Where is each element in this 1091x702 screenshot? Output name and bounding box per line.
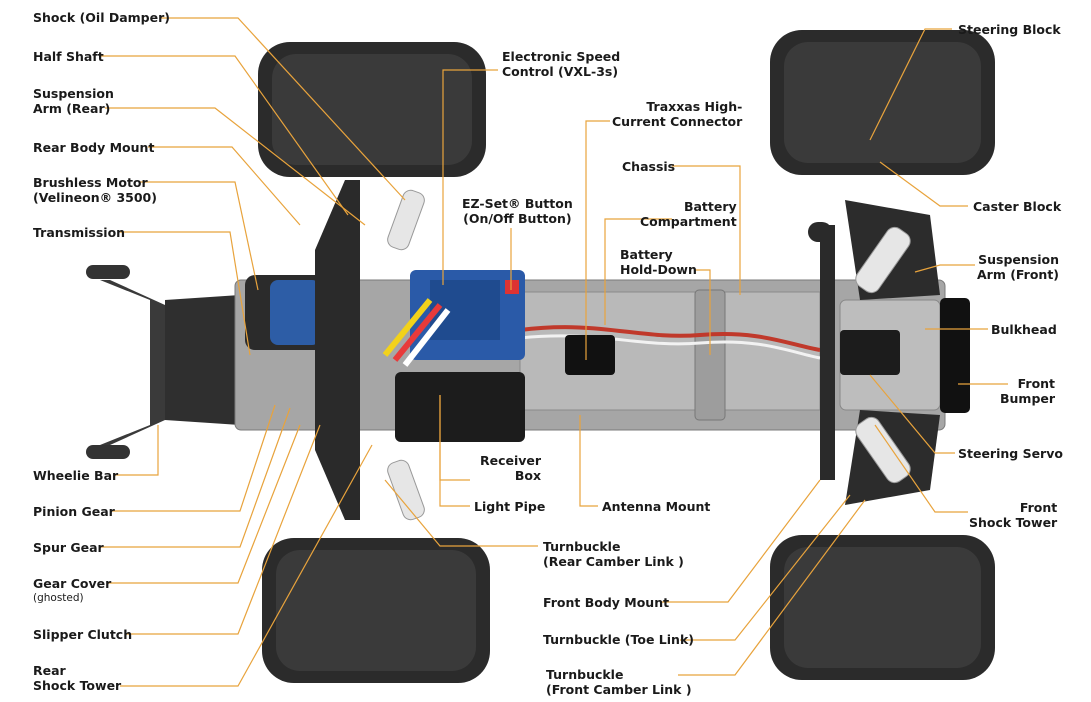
traxxas-connector — [565, 335, 615, 375]
label-front-bumper: Front Bumper — [1000, 376, 1055, 406]
label-turnbuckle-front-camber-1: Turnbuckle — [546, 667, 624, 682]
receiver-box — [395, 372, 525, 442]
label-gear-cover: Gear Cover (ghosted) — [33, 576, 111, 606]
label-suspension-arm-rear: Suspension Arm (Rear) — [33, 86, 114, 116]
label-battery-holddown-1: Battery — [620, 247, 673, 262]
label-slipper-clutch: Slipper Clutch — [33, 627, 133, 642]
label-gear-cover-1: Gear Cover — [33, 576, 112, 591]
label-receiver-box: Receiver Box — [480, 453, 541, 483]
label-light-pipe: Light Pipe — [474, 499, 546, 514]
label-half-shaft: Half Shaft — [33, 49, 104, 64]
label-suspension-arm-rear-2: Arm (Rear) — [33, 101, 111, 116]
label-battery-compartment: Battery Compartment — [640, 199, 737, 229]
label-steering-block: Steering Block — [958, 22, 1061, 37]
label-battery-compartment-2: Compartment — [640, 214, 737, 229]
label-gear-cover-note: (ghosted) — [33, 592, 84, 604]
label-rear-shock-tower-2: Shock Tower — [33, 678, 122, 693]
label-suspension-arm-front-2: Arm (Front) — [977, 267, 1060, 282]
label-front-body-mount: Front Body Mount — [543, 595, 670, 610]
leader-lines — [100, 17, 1008, 687]
label-front-shock-tower-1: Front — [1019, 500, 1058, 515]
label-spur-gear: Spur Gear — [33, 540, 104, 555]
label-steering-servo: Steering Servo — [958, 446, 1063, 461]
label-rear-shock-tower: Rear Shock Tower — [33, 663, 121, 693]
label-receiver-box-2: Box — [514, 468, 542, 483]
label-turnbuckle-rear-camber: Turnbuckle (Rear Camber Link ) — [543, 539, 684, 569]
label-bulkhead: Bulkhead — [991, 322, 1057, 337]
label-transmission: Transmission — [33, 225, 126, 240]
label-caster-block: Caster Block — [973, 199, 1062, 214]
label-suspension-arm-front-1: Suspension — [978, 252, 1060, 267]
label-rear-shock-tower-1: Rear — [33, 663, 66, 678]
shocks — [387, 189, 911, 521]
label-antenna-mount: Antenna Mount — [602, 499, 711, 514]
battery-wires — [519, 325, 821, 352]
label-suspension-arm-front: Suspension Arm (Front) — [977, 252, 1059, 282]
label-traxxas-connector-1: Traxxas High- — [646, 99, 743, 114]
label-front-bumper-2: Bumper — [1000, 391, 1056, 406]
label-receiver-box-1: Receiver — [480, 453, 542, 468]
label-front-bumper-1: Front — [1017, 376, 1056, 391]
label-traxxas-connector: Traxxas High- Current Connector — [612, 99, 742, 129]
label-brushless-motor: Brushless Motor (Velineon® 3500) — [33, 175, 157, 205]
front-bumper — [940, 298, 970, 413]
label-battery-holddown: Battery Hold-Down — [620, 247, 697, 277]
label-wheelie-bar: Wheelie Bar — [33, 468, 119, 483]
label-ezset: EZ-Set® Button (On/Off Button) — [462, 196, 573, 226]
label-ezset-1: EZ-Set® Button — [462, 196, 573, 211]
label-rear-body-mount: Rear Body Mount — [33, 140, 155, 155]
label-suspension-arm-rear-1: Suspension — [33, 86, 114, 101]
rear-shock-tower-shape — [315, 180, 360, 520]
label-brushless-motor-2: (Velineon® 3500) — [33, 190, 157, 205]
label-front-shock-tower: Front Shock Tower — [969, 500, 1057, 530]
steering-servo-shape — [840, 330, 900, 375]
label-chassis: Chassis — [622, 159, 676, 174]
tires — [258, 30, 995, 683]
truck-illustration — [86, 30, 995, 683]
label-turnbuckle-toe: Turnbuckle (Toe Link) — [543, 632, 694, 647]
label-battery-holddown-2: Hold-Down — [620, 262, 697, 277]
label-ezset-2: (On/Off Button) — [463, 211, 572, 226]
brushless-motor — [245, 275, 325, 350]
wheelie-bar — [86, 265, 240, 459]
label-battery-compartment-1: Battery — [683, 199, 737, 214]
label-shock: Shock (Oil Damper) — [33, 10, 170, 25]
esc-unit — [410, 270, 525, 360]
label-turnbuckle-front-camber-2: (Front Camber Link ) — [546, 682, 692, 697]
label-turnbuckle-rear-camber-1: Turnbuckle — [543, 539, 621, 554]
label-pinion-gear: Pinion Gear — [33, 504, 115, 519]
label-turnbuckle-front-camber: Turnbuckle (Front Camber Link ) — [546, 667, 692, 697]
label-brushless-motor-1: Brushless Motor — [33, 175, 148, 190]
label-turnbuckle-rear-camber-2: (Rear Camber Link ) — [543, 554, 684, 569]
label-traxxas-connector-2: Current Connector — [612, 114, 743, 129]
label-front-shock-tower-2: Shock Tower — [969, 515, 1058, 530]
label-esc-1: Electronic Speed — [502, 49, 621, 64]
label-esc: Electronic Speed Control (VXL-3s) — [502, 49, 620, 79]
label-esc-2: Control (VXL-3s) — [502, 64, 619, 79]
